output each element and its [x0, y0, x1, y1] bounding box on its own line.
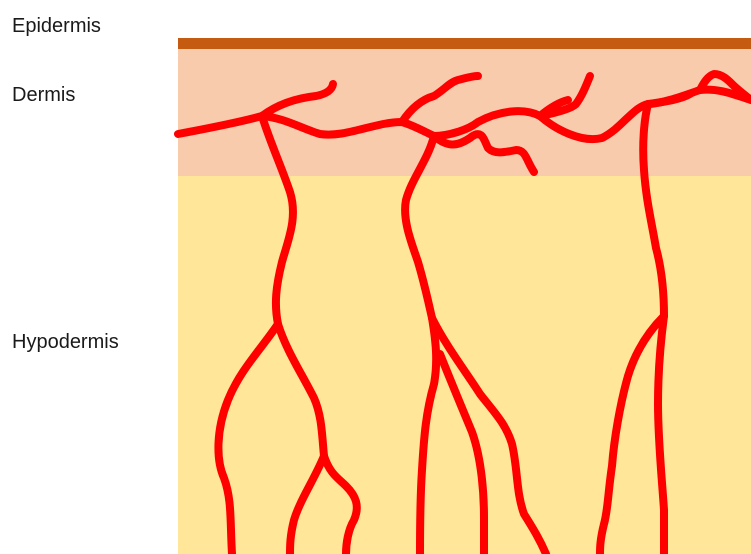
epidermis-layer [178, 38, 751, 49]
